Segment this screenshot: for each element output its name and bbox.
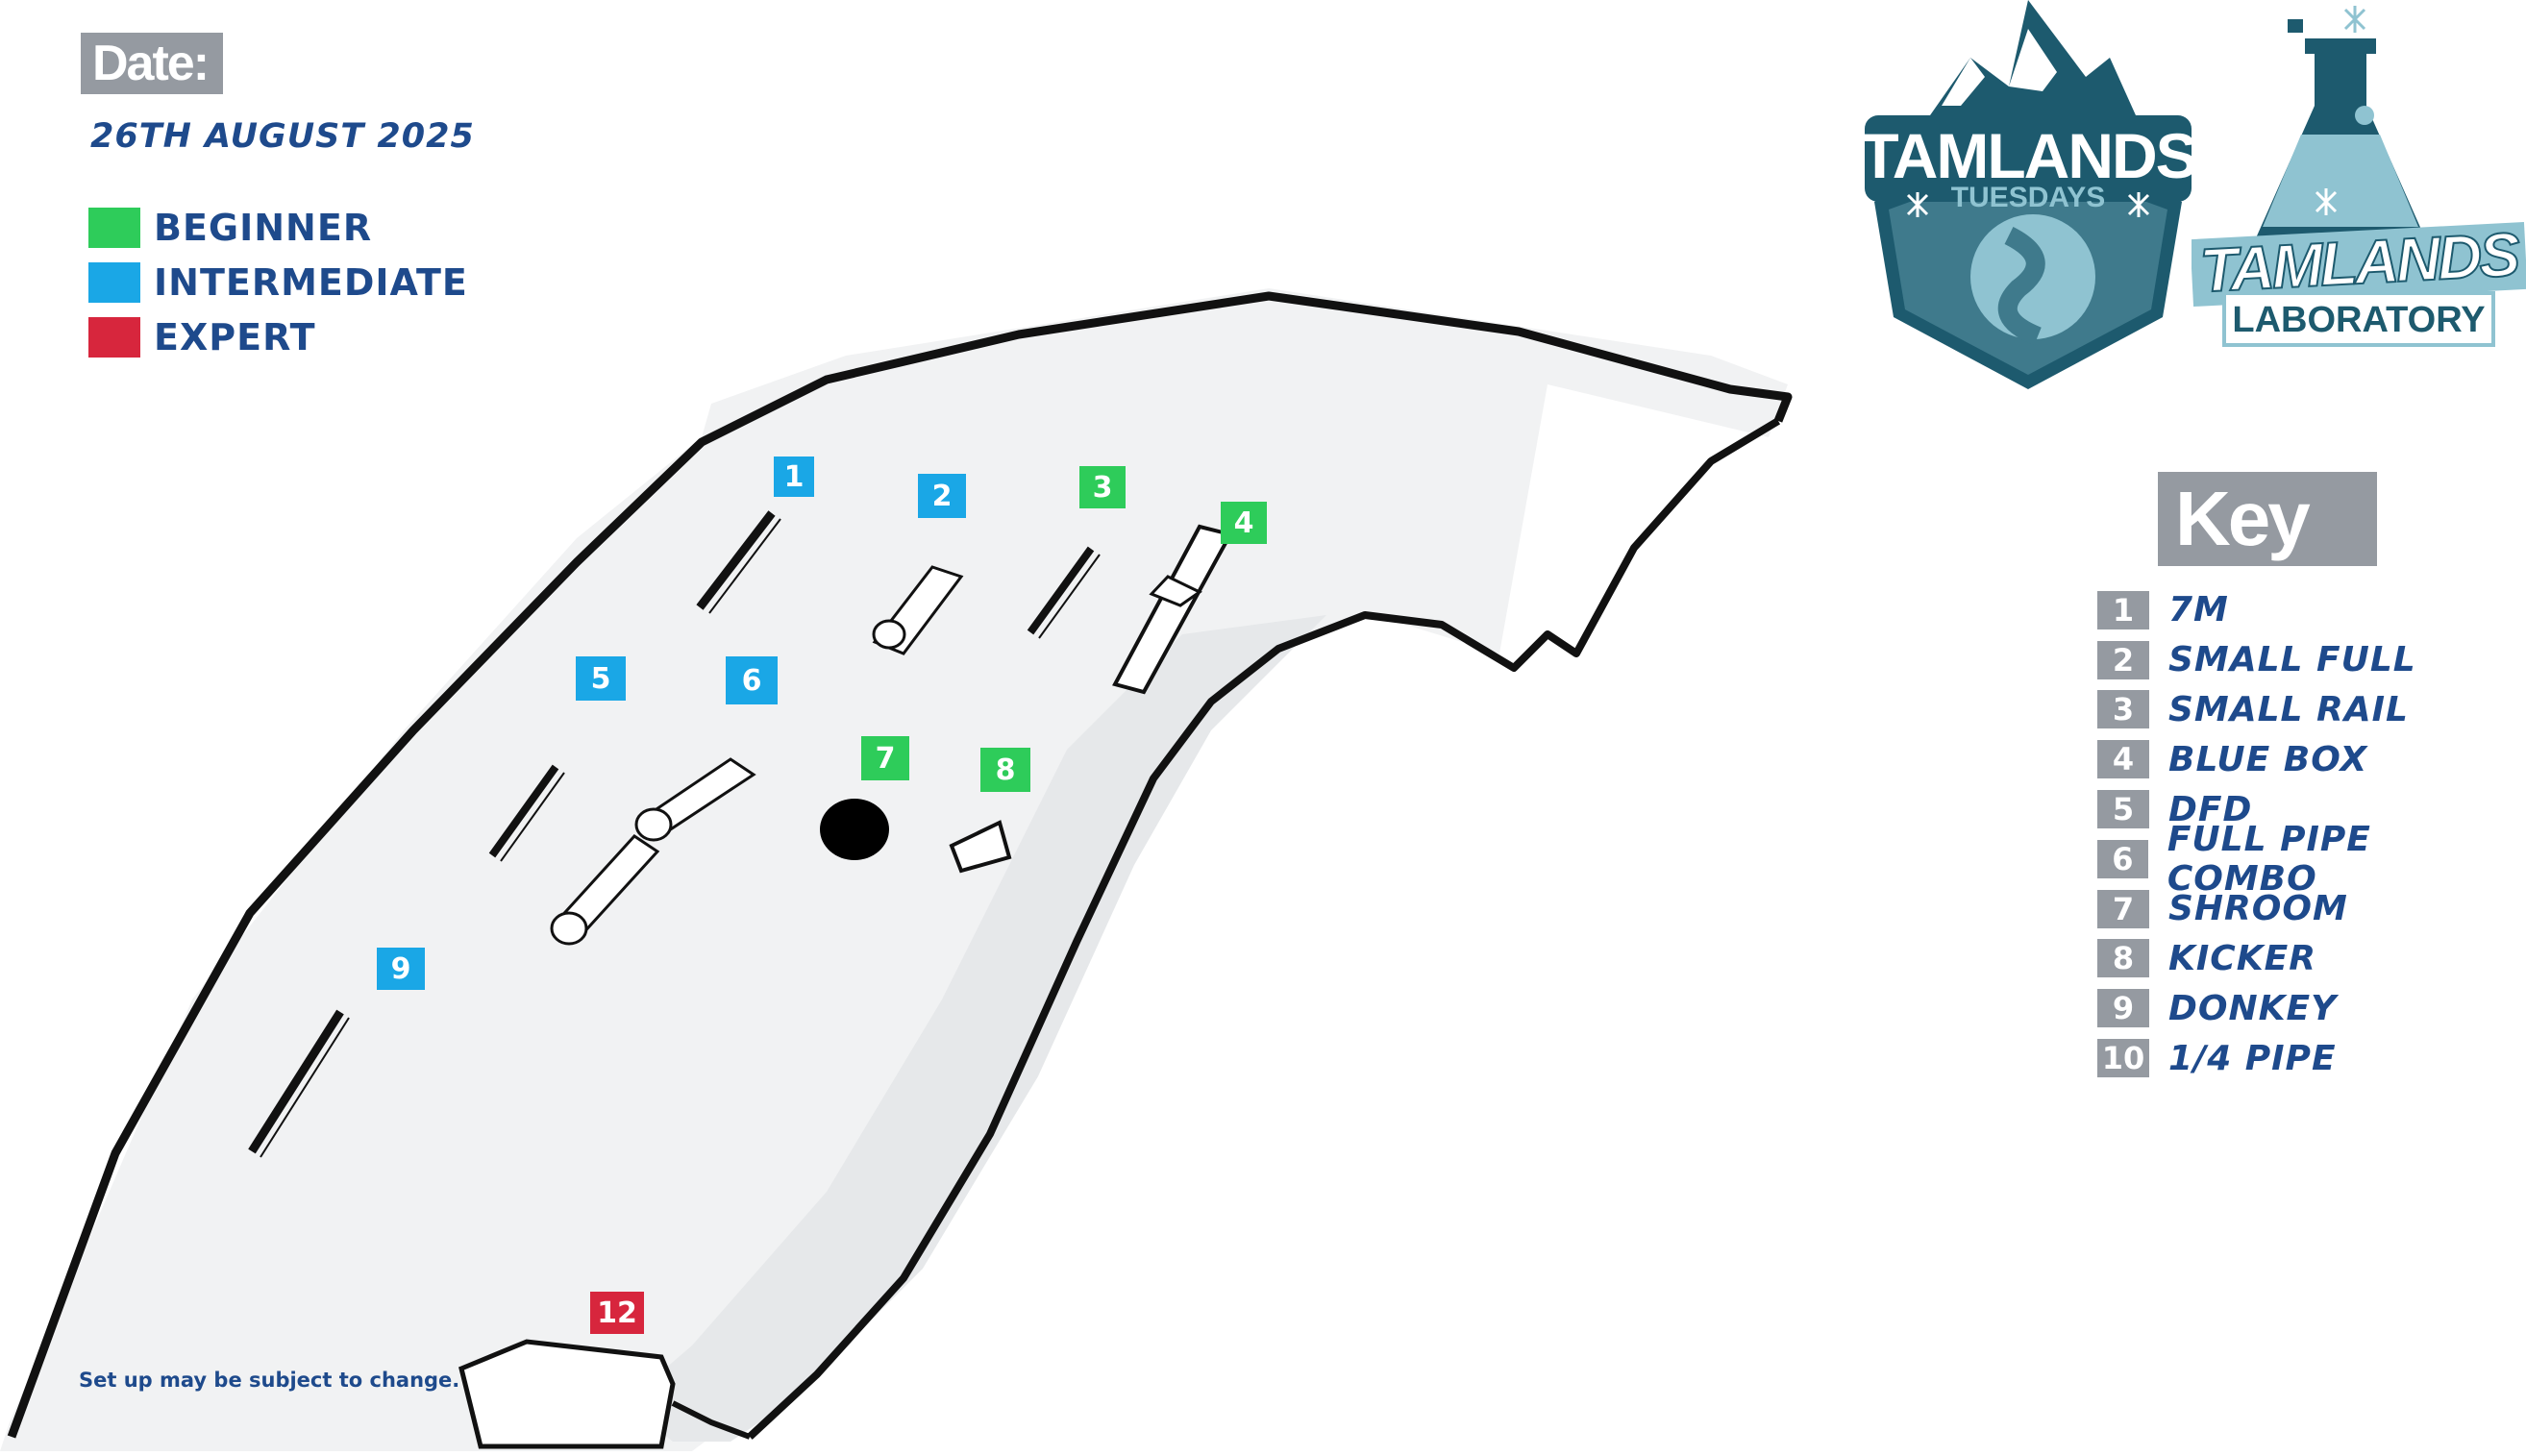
key-number: 10 — [2097, 1039, 2149, 1078]
feature-badge-5: 5 — [576, 656, 626, 701]
key-number: 6 — [2097, 839, 2148, 878]
feature-3-rail — [1027, 546, 1101, 639]
key-item: 4 BLUE BOX — [2097, 734, 2526, 784]
key-number: 8 — [2097, 939, 2149, 978]
feature-badge-2: 2 — [918, 474, 966, 518]
key-item: 6 FULL PIPE COMBO — [2097, 820, 2526, 899]
key-item: 1 7M — [2097, 585, 2526, 635]
key-number: 4 — [2097, 740, 2149, 779]
key-item: 9 DONKEY — [2097, 983, 2526, 1033]
logo-tuesdays-text: TUESDAYS — [1951, 182, 2106, 213]
key-label: FULL PIPE COMBO — [2167, 819, 2371, 899]
legend-swatch-intermediate — [88, 261, 140, 303]
piste-outline-right — [747, 417, 1781, 1440]
legend-intermediate: INTERMEDIATE — [88, 255, 468, 309]
feature-12-quarter-pipe — [458, 1339, 676, 1449]
feature-badge-7: 7 — [861, 736, 909, 780]
feature-6-pipe-combo — [550, 757, 756, 946]
key-item: 7 SHROOM — [2097, 884, 2526, 934]
key-number: 9 — [2097, 989, 2149, 1028]
feature-badge-6: 6 — [726, 656, 778, 704]
key-item: 8 KICKER — [2097, 934, 2526, 984]
key-number: 5 — [2097, 790, 2149, 829]
legend-swatch-beginner — [88, 207, 140, 248]
snowflake-icon — [2315, 188, 2338, 215]
feature-badge-3: 3 — [1079, 466, 1126, 508]
key-item: 10 1/4 PIPE — [2097, 1033, 2526, 1083]
feature-badge-12: 12 — [590, 1292, 644, 1334]
disclaimer-note: Set up may be subject to change. — [79, 1369, 460, 1392]
feature-badge-8: 8 — [980, 748, 1030, 792]
key-number: 1 — [2097, 590, 2149, 629]
snow-shading — [0, 288, 1788, 1451]
key-label: 1/4 PIPE — [2168, 1038, 2337, 1078]
date-value: 26TH AUGUST 2025 — [90, 117, 475, 156]
feature-4-box — [1112, 524, 1234, 695]
key-label: DFD — [2168, 789, 2253, 829]
legend-swatch-expert — [88, 316, 140, 358]
key-number: 2 — [2097, 640, 2149, 679]
feature-badge-4: 4 — [1221, 502, 1267, 544]
piste-outline-bottom — [671, 1400, 752, 1440]
piste-outline-left — [7, 291, 1793, 1439]
key-label: SMALL RAIL — [2168, 689, 2409, 729]
key-item: 3 SMALL RAIL — [2097, 685, 2526, 735]
feature-badge-9: 9 — [377, 948, 425, 990]
tamlands-laboratory-logo: TAMLANDS LABORATORY — [2192, 6, 2526, 347]
feature-7-shroom — [820, 799, 889, 860]
tamlands-tuesdays-logo: TAMLANDS TUESDAYS — [1865, 0, 2192, 389]
feature-9-rail — [248, 1009, 350, 1158]
key-label: DONKEY — [2168, 988, 2338, 1028]
logo-tamlands-text: TAMLANDS — [1865, 120, 2192, 191]
feature-badge-1: 1 — [774, 457, 814, 497]
key-number: 3 — [2097, 690, 2149, 729]
legend-beginner: BEGINNER — [88, 200, 468, 255]
key-label: SHROOM — [2168, 889, 2348, 929]
key-item: 5 DFD — [2097, 784, 2526, 834]
key-label: KICKER — [2168, 938, 2316, 978]
snow-shading-inner — [625, 615, 1326, 1442]
snowflake-icon — [1906, 192, 1929, 217]
feature-8-kicker — [949, 820, 1012, 874]
date-label: Date: — [81, 33, 223, 94]
feature-5-rail — [488, 764, 565, 862]
legend-label: EXPERT — [154, 315, 316, 358]
key-label: SMALL FULL — [2168, 640, 2416, 680]
logo-laboratory-text: LABORATORY — [2232, 300, 2485, 340]
key-number: 7 — [2097, 889, 2149, 928]
feature-2-pipe — [872, 565, 964, 655]
key-title: Key — [2158, 472, 2377, 566]
legend-label: INTERMEDIATE — [154, 260, 468, 304]
key-label: BLUE BOX — [2168, 739, 2368, 779]
feature-1-rail — [696, 510, 781, 614]
legend-expert: EXPERT — [88, 309, 468, 364]
snowflake-icon — [2343, 6, 2366, 33]
key-label: 7M — [2168, 590, 2229, 630]
key-item: 2 SMALL FULL — [2097, 635, 2526, 685]
legend-label: BEGINNER — [154, 206, 373, 249]
snowflake-icon — [2127, 192, 2150, 217]
difficulty-legend: BEGINNER INTERMEDIATE EXPERT — [88, 200, 468, 364]
